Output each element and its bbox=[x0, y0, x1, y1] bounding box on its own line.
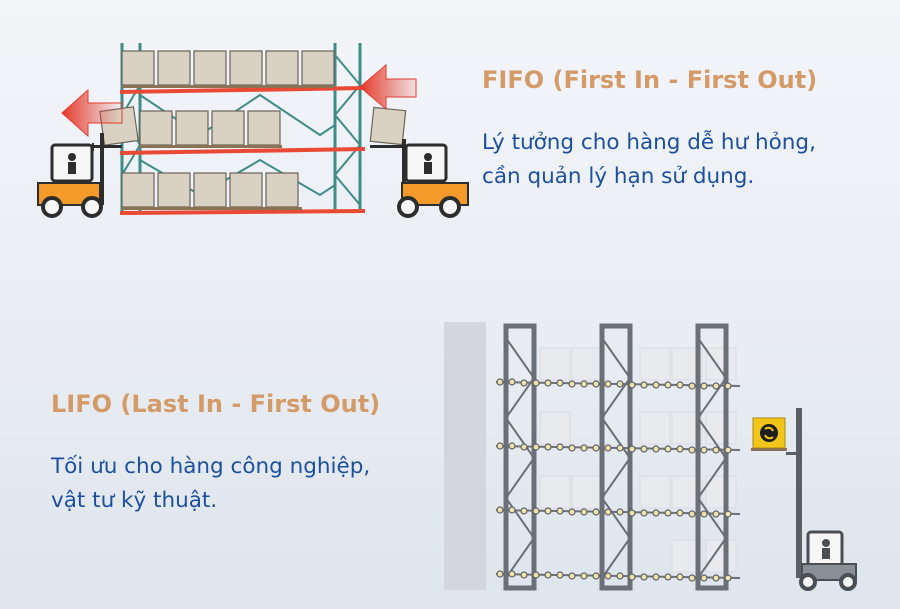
lifo-description-line: vật tư kỹ thuật. bbox=[51, 488, 218, 513]
box-icon bbox=[705, 475, 737, 509]
box-icon bbox=[229, 172, 263, 208]
forklift-icon bbox=[786, 408, 857, 591]
box-icon bbox=[369, 106, 407, 146]
lifo-wall bbox=[444, 322, 486, 590]
box-icon bbox=[571, 347, 603, 381]
box-icon bbox=[121, 50, 155, 86]
box-icon bbox=[639, 347, 671, 381]
box-icon bbox=[157, 50, 191, 86]
rotation-sign-icon bbox=[751, 417, 787, 451]
fifo-description-line: cần quản lý hạn sử dụng. bbox=[482, 164, 755, 189]
box-icon bbox=[211, 110, 245, 146]
box-icon bbox=[539, 475, 571, 509]
fifo-description: Lý tưởng cho hàng dễ hư hỏng, cần quản l… bbox=[482, 126, 816, 194]
box-icon bbox=[539, 411, 571, 445]
box-icon bbox=[705, 347, 737, 381]
lifo-boxes bbox=[539, 347, 737, 573]
fifo-illustration bbox=[37, 43, 469, 218]
box-icon bbox=[121, 172, 155, 208]
box-icon bbox=[539, 347, 571, 381]
box-icon bbox=[229, 50, 263, 86]
exit-arrow-icon bbox=[61, 88, 123, 138]
lifo-rollers bbox=[496, 378, 732, 582]
lifo-rack-bracing bbox=[504, 337, 728, 579]
box-icon bbox=[175, 110, 209, 146]
box-icon bbox=[157, 172, 191, 208]
box-icon bbox=[705, 411, 737, 445]
box-icon bbox=[301, 50, 335, 86]
box-icon bbox=[247, 110, 281, 146]
forklift-icon bbox=[370, 139, 469, 218]
fifo-title: FIFO (First In - First Out) bbox=[482, 66, 818, 94]
box-icon bbox=[639, 475, 671, 509]
lifo-title: LIFO (Last In - First Out) bbox=[51, 390, 381, 418]
box-icon bbox=[265, 50, 299, 86]
enter-arrow-icon bbox=[359, 63, 417, 111]
lifo-description-line: Tối ưu cho hàng công nghiệp, bbox=[51, 454, 371, 479]
fifo-boxes bbox=[99, 50, 407, 208]
box-icon bbox=[265, 172, 299, 208]
fifo-beams bbox=[119, 86, 366, 215]
fifo-description-line: Lý tưởng cho hàng dễ hư hỏng, bbox=[482, 130, 816, 155]
lifo-description: Tối ưu cho hàng công nghiệp, vật tư kỹ t… bbox=[51, 450, 370, 518]
fifo-pallets bbox=[122, 85, 334, 210]
forklift-icon bbox=[37, 133, 122, 218]
box-icon bbox=[193, 50, 227, 86]
box-icon bbox=[639, 411, 671, 445]
box-icon bbox=[571, 475, 603, 509]
box-icon bbox=[193, 172, 227, 208]
box-icon bbox=[139, 110, 173, 146]
lifo-illustration bbox=[444, 322, 857, 591]
